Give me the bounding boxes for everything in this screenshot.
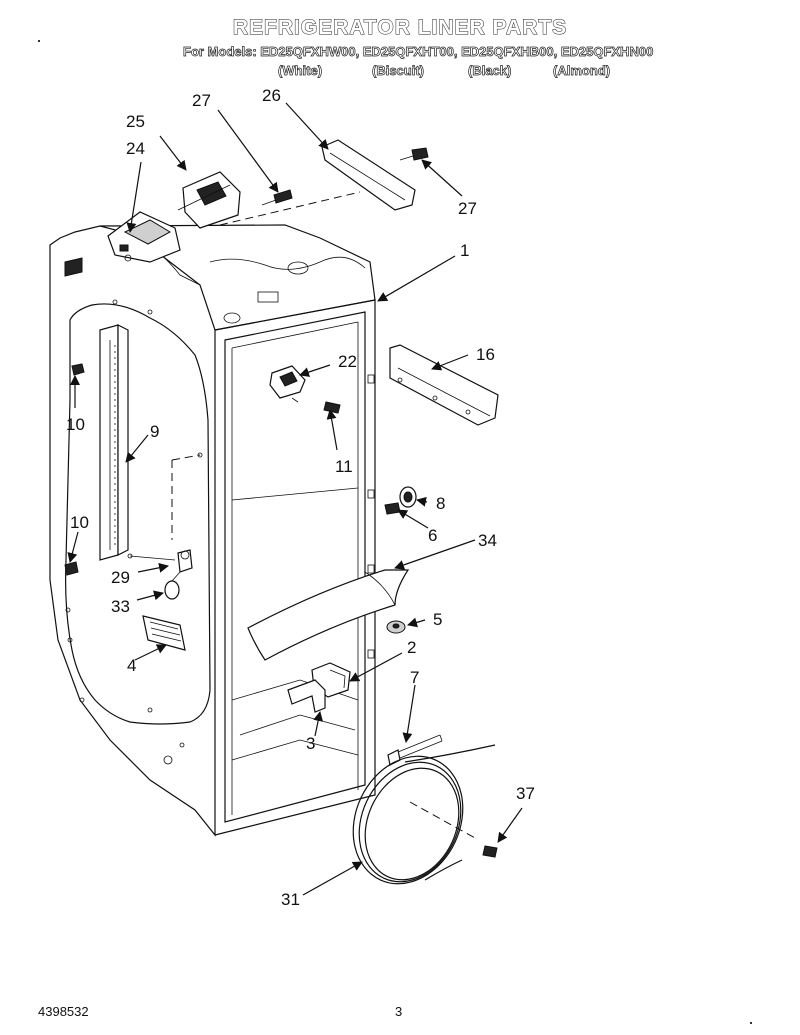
reference-line — [171, 454, 201, 540]
color-label-almond: (Almond) — [553, 63, 611, 79]
housing-cover-part-25 — [177, 171, 241, 229]
scan-dot — [750, 1022, 752, 1024]
light-bulb-part-33 — [164, 571, 181, 600]
drawer-rail-part-16 — [389, 344, 499, 426]
callout-7: 7 — [410, 668, 419, 687]
screw-part-11 — [323, 401, 341, 414]
color-label-white: (White) — [278, 63, 323, 79]
coiled-tubing-part-31 — [352, 744, 496, 885]
callout-37: 37 — [516, 784, 535, 803]
callout-29: 29 — [111, 568, 130, 587]
shelf-ladder-part-9 — [99, 324, 129, 561]
grille-part-4 — [142, 615, 186, 651]
color-label-black: (Black) — [468, 63, 512, 79]
light-housing-part-24 — [107, 211, 181, 263]
callout-10-lower: 10 — [70, 513, 89, 532]
callout-5: 5 — [433, 610, 442, 629]
bracket-part-3 — [287, 679, 326, 713]
callout-labels: 25 24 27 26 27 1 16 22 11 10 9 8 6 10 34… — [66, 86, 535, 909]
liner-assembly — [49, 224, 376, 837]
callout-34: 34 — [478, 531, 497, 550]
light-socket-part-29 — [127, 549, 193, 573]
callout-27-right: 27 — [458, 199, 477, 218]
callout-25: 25 — [126, 112, 145, 131]
callout-10-upper: 10 — [66, 415, 85, 434]
callout-9: 9 — [150, 422, 159, 441]
callout-6: 6 — [428, 526, 437, 545]
screw-part-27-right — [399, 147, 429, 161]
screw-part-10-upper — [71, 363, 85, 376]
part-8-bearing — [399, 486, 417, 508]
callout-2: 2 — [407, 638, 416, 657]
nut-part-5 — [386, 620, 406, 634]
screw-part-37 — [482, 845, 498, 858]
document-number: 4398532 — [38, 1004, 89, 1019]
cover-part-34 — [247, 569, 410, 661]
callout-4: 4 — [127, 656, 136, 675]
callout-8: 8 — [436, 494, 445, 513]
callout-24: 24 — [126, 139, 145, 158]
callout-31: 31 — [281, 890, 300, 909]
callout-27-left: 27 — [192, 91, 211, 110]
reference-line — [409, 801, 476, 839]
screw-part-27-left — [261, 189, 293, 206]
reference-line — [219, 191, 361, 226]
model-list: For Models: ED25QFXHW00, ED25QFXHT00, ED… — [183, 44, 654, 60]
page-number: 3 — [395, 1004, 403, 1019]
callout-11: 11 — [335, 457, 353, 476]
top-bracket-part-26 — [321, 139, 416, 211]
callout-16: 16 — [476, 345, 495, 364]
color-label-biscuit: (Biscuit) — [372, 63, 425, 79]
bracket-part-22 — [269, 365, 306, 403]
page-title: REFRIGERATOR LINER PARTS — [232, 16, 568, 40]
scan-dot — [38, 40, 40, 42]
callout-3: 3 — [306, 734, 315, 753]
callout-22: 22 — [338, 352, 357, 371]
screw-part-10-lower — [64, 561, 79, 576]
callout-26: 26 — [262, 86, 281, 105]
callout-leaders — [67, 102, 523, 896]
callout-1: 1 — [460, 241, 469, 260]
screw-part-6 — [384, 502, 401, 515]
callout-33: 33 — [111, 597, 130, 616]
